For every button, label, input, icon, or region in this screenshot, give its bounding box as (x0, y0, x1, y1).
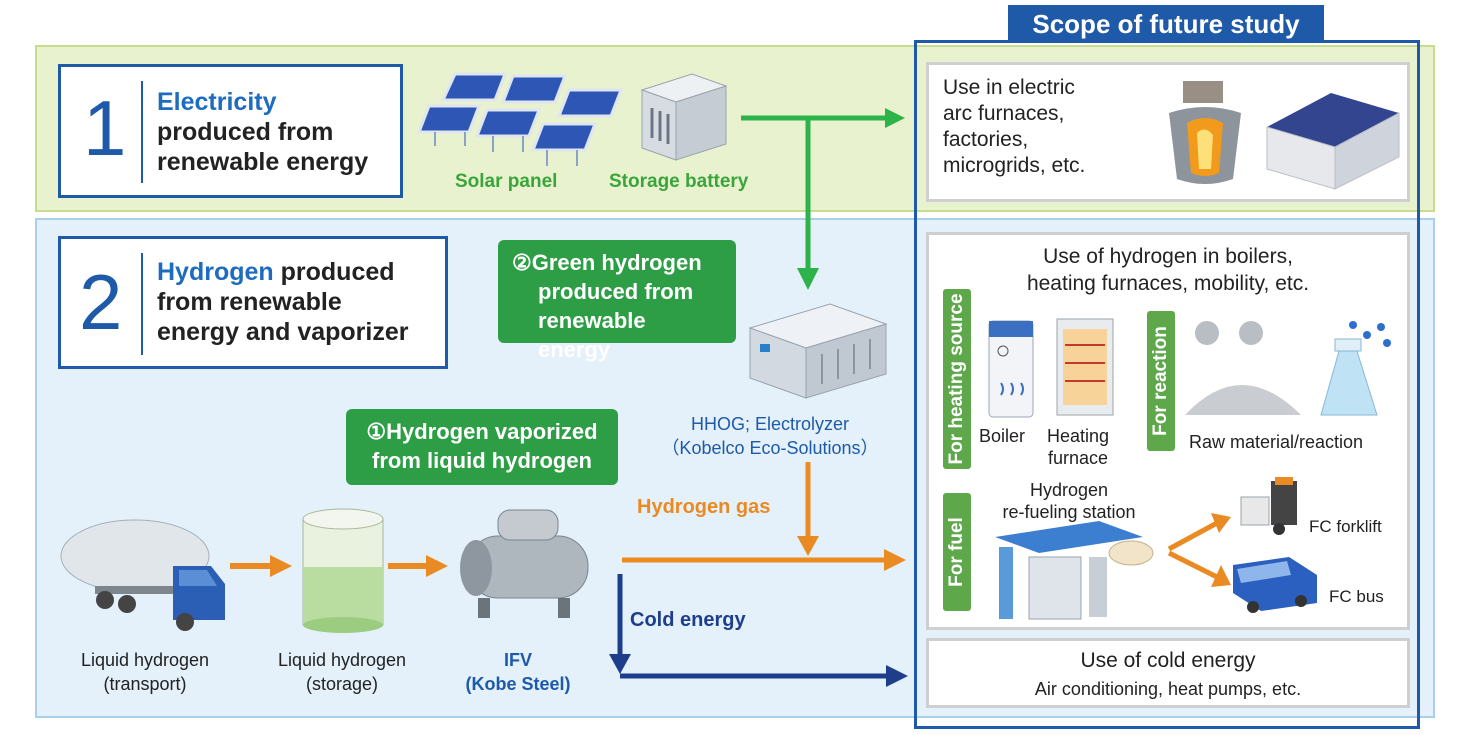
electric-use-line2: arc furnaces, (943, 102, 1065, 125)
electric-use-line3: factories, (943, 128, 1029, 151)
hydrogen-use-title-line1: Use of hydrogen in boilers, (1043, 245, 1293, 268)
electrolyzer-label-line1: HHOG; Electrolyzer (690, 414, 850, 434)
section1-number: 1 (83, 84, 127, 172)
heating-furnace-line2: furnace (1048, 448, 1109, 468)
electrolyzer-label-line2: （Kobelco Eco-Solutions） (661, 438, 879, 458)
fc-forklift-label: FC forklift (1309, 517, 1382, 536)
section1-title: Electricity produced from renewable ener… (157, 87, 368, 177)
section2-divider (141, 253, 143, 355)
cold-use-box: Use of cold energy Air conditioning, hea… (926, 638, 1410, 708)
fc-bus-icon (1233, 557, 1317, 613)
electricity-arrows (741, 108, 905, 290)
hydrogen-use-title: Use of hydrogen in boilers, heating furn… (929, 243, 1407, 297)
section1-divider (141, 81, 143, 183)
section2-number: 2 (79, 258, 123, 346)
fuel-badge: For fuel (943, 493, 971, 611)
vapor-badge-line1: ①Hydrogen vaporized (366, 419, 598, 444)
fuel-text: For fuel (946, 517, 967, 587)
green-badge-line3: renewable energy (538, 308, 646, 362)
arc-furnace-icon (1169, 81, 1241, 184)
section2-title-highlight: Hydrogen (157, 258, 274, 286)
electric-use-line1: Use in electric (943, 76, 1075, 99)
ifv-vaporizer-icon (460, 509, 589, 618)
section1-box: 1 Electricity produced from renewable en… (58, 64, 403, 198)
scope-title: Scope of future study (1008, 5, 1324, 43)
fc-bus-label: FC bus (1329, 587, 1384, 606)
boiler-icon (988, 320, 1034, 418)
station-line2: re-fueling station (1002, 502, 1136, 522)
solar-panel-label: Solar panel (455, 171, 558, 192)
green-badge-line1: ②Green hydrogen (512, 250, 702, 275)
electric-use-line4: microgrids, etc. (943, 154, 1086, 177)
heating-furnace-icon (1056, 318, 1114, 416)
lh-transport-label: Liquid hydrogen (transport) (62, 648, 228, 696)
cold-energy-arrows (609, 574, 908, 687)
hydrogen-use-title-line2: heating furnaces, mobility, etc. (1026, 272, 1310, 295)
vaporized-hydrogen-badge: ①Hydrogen vaporized from liquid hydrogen (346, 409, 618, 485)
section1-title-line2: produced from (157, 118, 334, 146)
heating-source-text: For heating source (946, 293, 967, 465)
cold-use-title: Use of cold energy (1080, 649, 1256, 672)
electrolyzer-icon (748, 303, 888, 399)
section2-title-line3: energy and vaporizer (157, 318, 409, 346)
fc-forklift-icon (1240, 477, 1297, 535)
electric-use-box: Use in electric arc furnaces, factories,… (926, 62, 1410, 202)
raw-material-icon (1185, 321, 1391, 416)
lh-storage-line1: Liquid hydrogen (277, 650, 407, 670)
heating-furnace-line1: Heating (1047, 426, 1110, 446)
lh-transport-line1: Liquid hydrogen (80, 650, 210, 670)
ifv-label-line2: (Kobe Steel) (465, 674, 571, 694)
storage-battery-icon (640, 73, 728, 161)
storage-tank-icon (302, 508, 384, 633)
cold-use-subtitle: Air conditioning, heat pumps, etc. (1034, 679, 1302, 699)
section1-title-highlight: Electricity (157, 88, 277, 116)
refueling-station-icon (995, 521, 1154, 620)
solar-panel-icon (416, 72, 624, 166)
hydrogen-gas-label: Hydrogen gas (637, 496, 771, 518)
tanker-truck-icon (60, 519, 225, 631)
lh-storage-label: Liquid hydrogen (storage) (258, 648, 426, 696)
green-badge-line2: produced from (538, 279, 694, 304)
raw-material-label: Raw material/reaction (1189, 432, 1364, 452)
liquid-flow-arrows (230, 555, 448, 577)
heating-source-badge: For heating source (943, 289, 971, 469)
ifv-label: IFV (Kobe Steel) (448, 648, 588, 696)
lh-transport-line2: (transport) (103, 674, 187, 694)
reaction-text: For reaction (1150, 326, 1171, 436)
section2-title: Hydrogen produced from renewable energy … (157, 257, 408, 347)
vapor-badge-line2: from liquid hydrogen (372, 448, 592, 473)
cold-energy-label: Cold energy (630, 609, 746, 631)
section1-title-line3: renewable energy (157, 148, 369, 176)
lh-storage-line2: (storage) (305, 674, 379, 694)
orange-branch-arrows (1167, 513, 1231, 587)
electric-use-text: Use in electric arc furnaces, factories,… (943, 75, 1085, 179)
section2-title-line1: produced (273, 258, 395, 286)
hydrogen-gas-arrows (622, 462, 906, 571)
factory-icon (1266, 93, 1400, 190)
boiler-label: Boiler (979, 426, 1026, 446)
hydrogen-use-box: Use of hydrogen in boilers, heating furn… (926, 232, 1410, 630)
heating-furnace-label: Heating furnace (1047, 425, 1109, 469)
storage-battery-label: Storage battery (609, 171, 749, 192)
section2-title-line2: from renewable (157, 288, 342, 316)
ifv-label-line1: IFV (503, 650, 532, 670)
station-line1: Hydrogen (1029, 480, 1109, 500)
green-hydrogen-badge: ②Green hydrogen produced from renewable … (498, 240, 736, 362)
electrolyzer-label: HHOG; Electrolyzer （Kobelco Eco-Solution… (650, 412, 890, 460)
section2-box: 2 Hydrogen produced from renewable energ… (58, 236, 448, 369)
station-label: Hydrogen re-fueling station (981, 479, 1157, 523)
reaction-badge: For reaction (1147, 311, 1175, 451)
